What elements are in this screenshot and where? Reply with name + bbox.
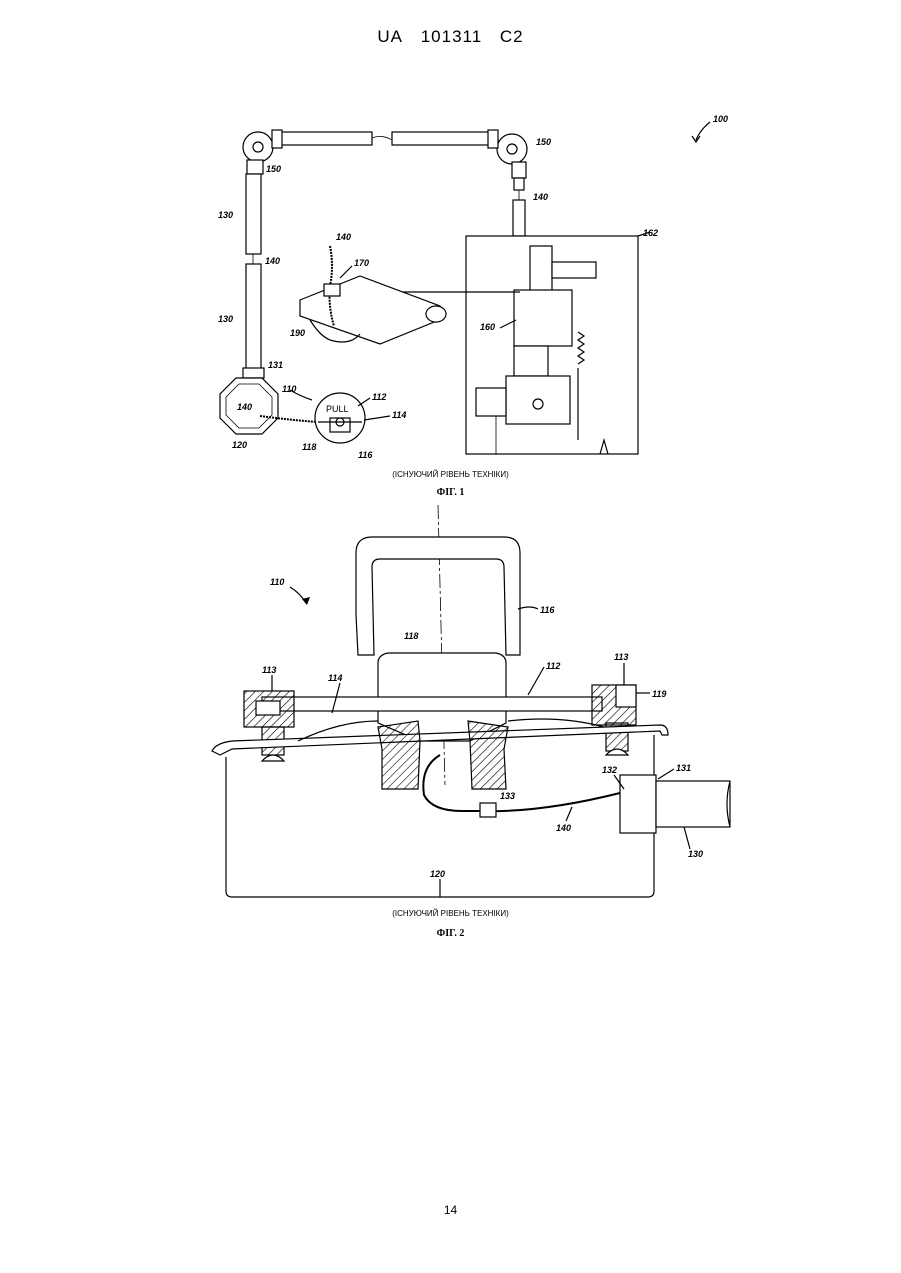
ref-112-leader <box>528 667 544 695</box>
mech-plate <box>514 346 548 376</box>
ref-130-upper: 130 <box>218 210 233 220</box>
figure-2-title: ФІГ. 2 <box>0 928 901 939</box>
ref-132: 132 <box>602 765 617 775</box>
block-113-left-bore <box>256 701 280 715</box>
handle-116 <box>356 537 520 655</box>
figure-1-caption: (ІСНУЮЧИЙ РІВЕНЬ ТЕХНІКИ) <box>0 470 901 479</box>
ref-162: 162 <box>643 228 658 238</box>
ref-140: 140 <box>556 823 571 833</box>
conduit-right-short <box>514 178 524 190</box>
detail-clamp-170 <box>324 284 340 296</box>
ref-113-left: 113 <box>262 665 276 675</box>
ref-140-detail: 140 <box>336 232 351 242</box>
header-kind: C2 <box>500 27 524 46</box>
ref-131: 131 <box>676 763 691 773</box>
pulley-left-hub <box>253 142 263 152</box>
ref-114: 114 <box>328 673 342 683</box>
ref-170: 170 <box>354 258 369 268</box>
ref-112: 112 <box>372 392 386 402</box>
mech-keyhole <box>533 399 543 409</box>
ref-190: 190 <box>290 328 305 338</box>
ref-118: 118 <box>404 631 418 641</box>
ref-130-leader <box>684 827 690 849</box>
cable-140 <box>423 755 620 811</box>
screw-left-head <box>262 755 284 761</box>
ref-114-leader <box>364 416 390 420</box>
ref-118: 118 <box>302 442 316 452</box>
ref-131-leader <box>658 769 674 779</box>
header-country: UA <box>377 27 403 46</box>
conduit-130 <box>656 781 730 827</box>
ref-150-left: 150 <box>266 164 281 174</box>
pulley-right-nut-top <box>488 130 498 148</box>
ferrule-133 <box>480 803 496 817</box>
pin-112 <box>262 697 602 711</box>
ref-116-leader <box>518 607 538 609</box>
ref-112: 112 <box>546 661 560 671</box>
figure-1-title: ФІГ. 1 <box>0 487 901 498</box>
page-number: 14 <box>0 1203 901 1217</box>
mech-lever <box>552 262 596 278</box>
ref-160: 160 <box>480 322 495 332</box>
ref-140-leader <box>566 807 572 821</box>
hub-left-section <box>378 721 420 789</box>
ref-119: 119 <box>652 689 666 699</box>
figure-1-drawing: 100 150 150 140 130 140 130 131 140 120 … <box>0 100 901 570</box>
ref-140-box: 140 <box>237 402 252 412</box>
set-screw-119 <box>616 685 636 707</box>
fitting-131 <box>620 775 656 833</box>
cable-top-gap <box>372 136 392 140</box>
ref-100: 100 <box>713 114 728 124</box>
pulley-right-nut <box>512 162 526 178</box>
mech-valve <box>476 388 506 416</box>
ref-133: 133 <box>500 791 515 801</box>
conduit-top-right <box>392 132 490 145</box>
ref-120: 120 <box>430 869 445 879</box>
ref-100-arrow <box>696 122 710 140</box>
conduit-right-lower <box>513 200 525 236</box>
pulley-left-nut-top <box>272 130 282 148</box>
mech-middle-block <box>514 290 572 346</box>
ref-113-right: 113 <box>614 652 628 662</box>
hub-right-section <box>468 721 508 789</box>
pulley-left-nut <box>247 160 263 174</box>
pulley-right-hub <box>507 144 517 154</box>
conduit-top-left <box>276 132 372 145</box>
ref-130: 130 <box>688 849 703 859</box>
ref-131: 131 <box>268 360 283 370</box>
detail-roller <box>426 306 446 322</box>
ref-140-right: 140 <box>533 192 548 202</box>
ref-110: 110 <box>282 384 296 394</box>
figure-2-drawing: 116 118 110 112 114 113 113 119 120 133 … <box>0 505 901 905</box>
figure-2-caption: (ІСНУЮЧИЙ РІВЕНЬ ТЕХНІКИ) <box>0 909 901 918</box>
pin-wire-right <box>508 719 604 727</box>
ref-110: 110 <box>270 577 284 587</box>
header-number: 101311 <box>421 27 482 46</box>
ref-116: 116 <box>358 450 373 460</box>
fitting-131 <box>243 368 264 378</box>
conduit-left-lower <box>246 264 261 370</box>
ref-114: 114 <box>392 410 406 420</box>
ref-116: 116 <box>540 605 555 615</box>
ref-130-lower: 130 <box>218 314 233 324</box>
ref-170-leader <box>340 266 352 278</box>
pull-label: PULL <box>326 404 349 414</box>
ref-120: 120 <box>232 440 247 450</box>
ref-140-left: 140 <box>265 256 280 266</box>
patent-header: UA 101311 C2 <box>0 27 901 47</box>
ref-150-right: 150 <box>536 137 551 147</box>
conduit-left-upper <box>246 174 261 254</box>
